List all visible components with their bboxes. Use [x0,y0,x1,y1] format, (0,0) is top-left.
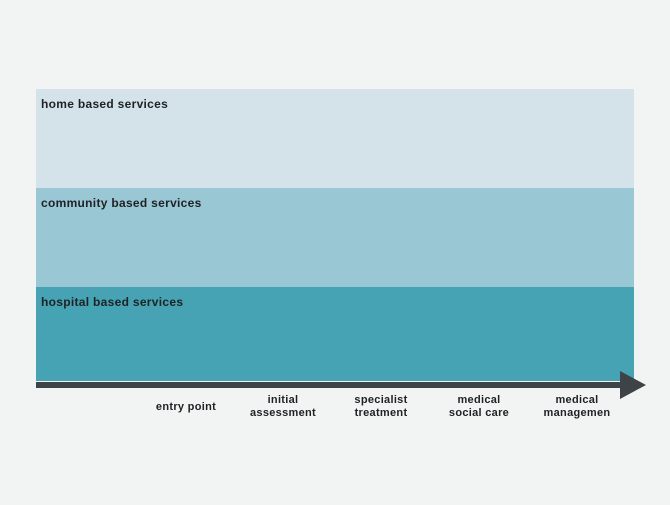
axis-step-line: treatment [354,407,408,419]
axis-step-line: medical [457,394,501,406]
axis-step-line: entry point [155,400,217,413]
band-community-based-services: community based services [36,188,634,287]
arrow-right-icon [620,371,646,399]
axis-step-line: managemen [543,407,611,419]
band-label: hospital based services [41,295,184,309]
axis-step-medical-management: medical managemen [517,393,637,421]
band-label: community based services [41,196,202,210]
axis-line [36,382,628,388]
axis-step-line: social care [448,407,510,419]
axis-step-line: assessment [250,407,316,419]
axis-step-specialist-treatment: specialist treatment [321,393,441,421]
band-label: home based services [41,97,169,111]
axis-step-initial-assessment: initial assessment [223,393,343,421]
axis-step-entry-point: entry point [126,393,246,421]
axis-step-medical-social-care: medical social care [419,393,539,421]
band-home-based-services: home based services [36,89,634,188]
axis-step-line: initial [267,394,299,406]
band-hospital-based-services: hospital based services [36,287,634,381]
axis-step-line: specialist [354,394,408,406]
axis-step-line: medical [555,394,599,406]
